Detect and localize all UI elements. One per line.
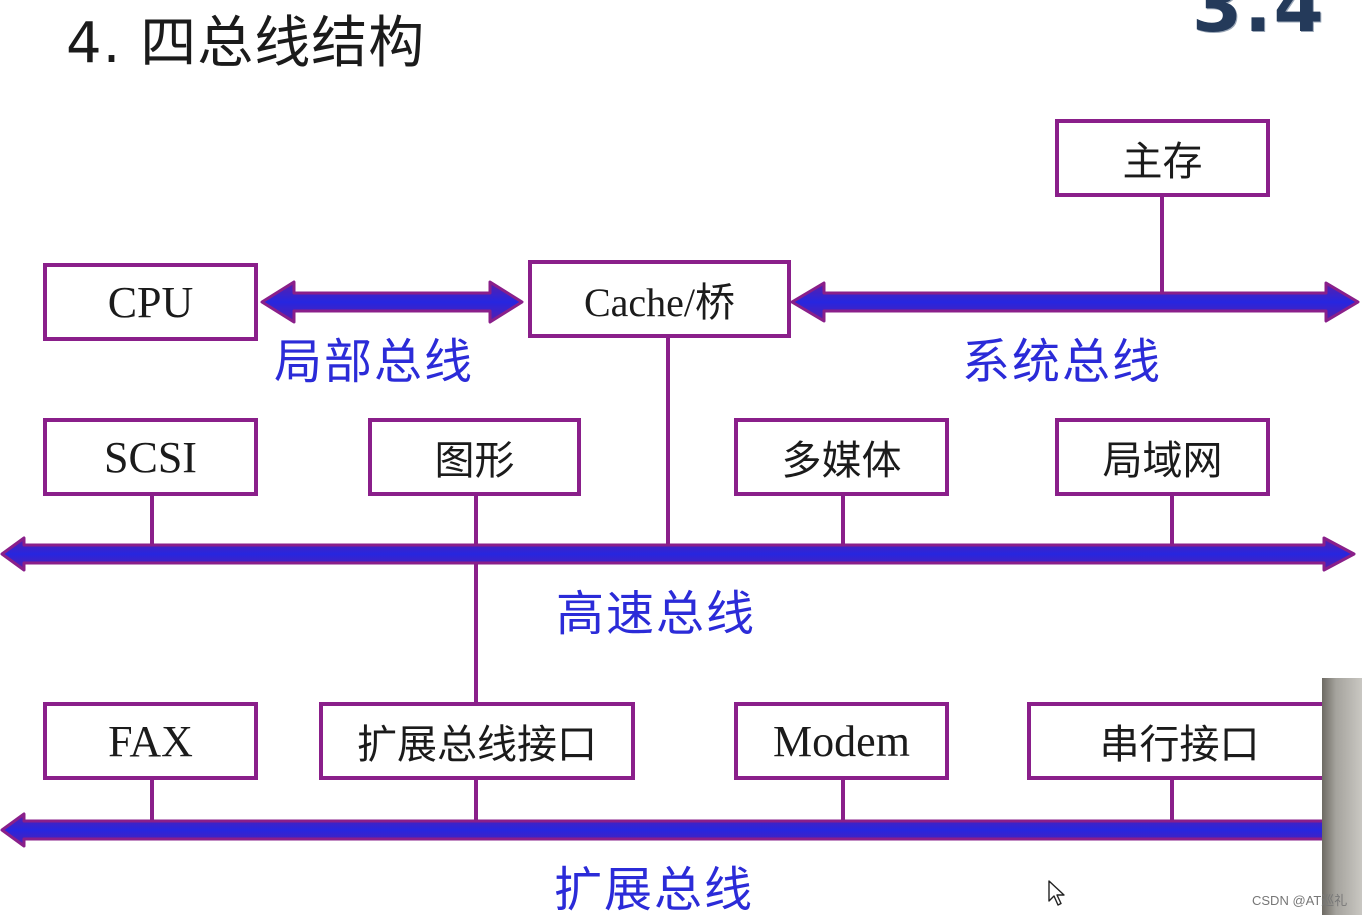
high-speed-bus-label: 高速总线 (556, 586, 757, 642)
modem-box: Modem (734, 702, 949, 780)
section-number: 3.4 (1192, 0, 1326, 48)
fax-box: FAX (43, 702, 258, 780)
scsi-box: SCSI (43, 418, 258, 496)
multimedia-box: 多媒体 (734, 418, 949, 496)
serial-port-box: 串行接口 (1027, 702, 1332, 780)
local-bus-label: 局部总线 (274, 334, 475, 390)
cache-bridge-box: Cache/桥 (528, 260, 791, 338)
system-bus-arrow (790, 281, 1360, 323)
high-speed-bus-arrow (0, 536, 1356, 572)
expansion-bus-label: 扩展总线 (554, 862, 755, 918)
system-bus-label: 系统总线 (962, 334, 1163, 390)
main-memory-box: 主存 (1055, 119, 1270, 197)
local-bus-arrow (260, 280, 524, 324)
mouse-cursor-icon (1048, 880, 1065, 906)
webcam-overlay-edge (1322, 678, 1362, 915)
expansion-bus-arrow (0, 812, 1332, 848)
watermark: CSDN @AT巡礼 (1252, 893, 1348, 908)
graphics-box: 图形 (368, 418, 581, 496)
expansion-interface-box: 扩展总线接口 (319, 702, 635, 780)
lan-box: 局域网 (1055, 418, 1270, 496)
slide-title: 4. 四总线结构 (66, 11, 426, 76)
cpu-box: CPU (43, 263, 258, 341)
